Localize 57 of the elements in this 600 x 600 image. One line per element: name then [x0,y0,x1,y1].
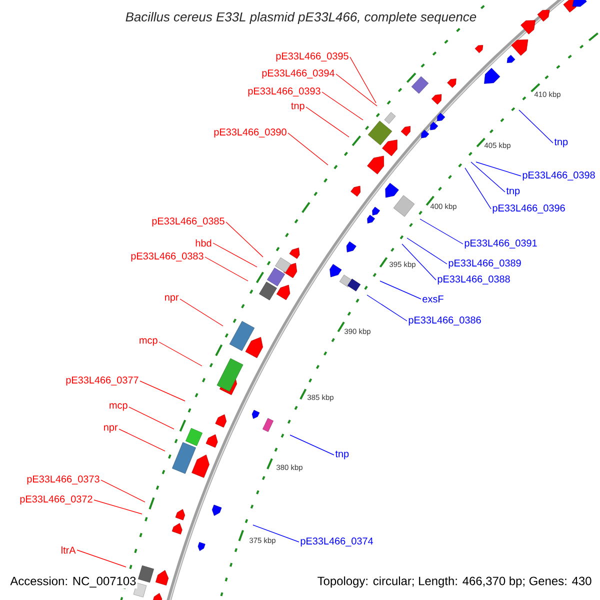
leader-line [100,480,146,502]
topology-text: Topology: circular; Length: 466,370 bp; Genes: 430 [318,576,592,588]
leader-line [180,298,224,326]
gene-label: pE33L466_0395 [276,52,348,62]
gene-label: tnp [554,138,568,148]
leader-line [118,428,166,452]
gene-label: pE33L466_0385 [152,218,224,226]
leader-line [158,342,202,366]
leader-line [402,244,436,280]
gene-label: pE33L466_0394 [262,70,334,78]
gene-label: ltrA [62,546,76,554]
gene-label: mcp [110,403,128,411]
leader-line [470,162,506,192]
leader-line [76,550,126,568]
accession-text: Accession: NC_007103 [9,575,138,589]
gene-label: pE33L466_0390 [214,128,286,138]
leader-line [226,222,264,258]
gene-label: pE33L466_0386 [408,316,481,326]
gene-label: pE33L466_0391 [464,240,537,248]
leader-line [252,524,300,542]
gene-label: pE33L466_0398 [522,172,595,180]
gene-label: pE33L466_0393 [248,88,320,96]
gene-label: tnp [335,450,349,460]
leader-line [94,500,142,514]
leader-line [464,168,492,210]
leader-line [366,294,408,322]
leader-line [128,406,174,430]
leader-line [204,256,248,282]
gene-label: pE33L466_0373 [27,476,100,485]
leader-line [212,242,258,268]
leader-line [290,434,334,456]
leader-line [322,92,364,120]
leader-line [140,380,186,402]
gene-label: pE33L466_0396 [492,204,565,214]
leader-line [380,280,422,300]
gene-label: hbd [196,239,212,247]
leader-line [420,218,464,244]
gene-label: pE33L466_0383 [131,252,204,262]
gene-label: npr [104,425,118,433]
gene-label: tnp [506,188,520,196]
gene-label: pE33L466_0377 [66,376,138,386]
gene-label: pE33L466_0374 [300,538,374,547]
leader-line [336,74,378,106]
leader-line [406,238,448,264]
leader-line [306,106,350,138]
leader-line [476,162,522,176]
title: Bacillus cereus E33L plasmid pE33L466, complete sequence [124,10,478,26]
leader-line [350,56,376,104]
gene-label: pE33L466_0372 [20,496,92,505]
gene-label: pE33L466_0388 [438,276,510,284]
leader-line [518,110,554,144]
leader-line [288,132,328,166]
gene-label: npr [165,295,179,303]
gene-label: exsF [422,296,444,302]
gene-label: mcp [140,338,158,346]
gene-label: tnp [291,102,304,112]
gene-label: pE33L466_0389 [448,260,521,268]
